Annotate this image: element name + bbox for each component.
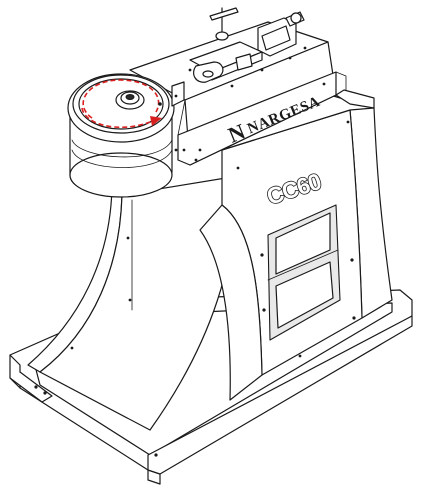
rotation-arrow-head-icon [150, 116, 162, 126]
clamp-mechanism [189, 7, 305, 83]
cabinet-top-trim [335, 71, 375, 109]
cabinet [199, 94, 393, 401]
bending-die [67, 73, 185, 198]
rotation-arrow-path [82, 79, 160, 119]
left-support-leg [27, 175, 239, 431]
